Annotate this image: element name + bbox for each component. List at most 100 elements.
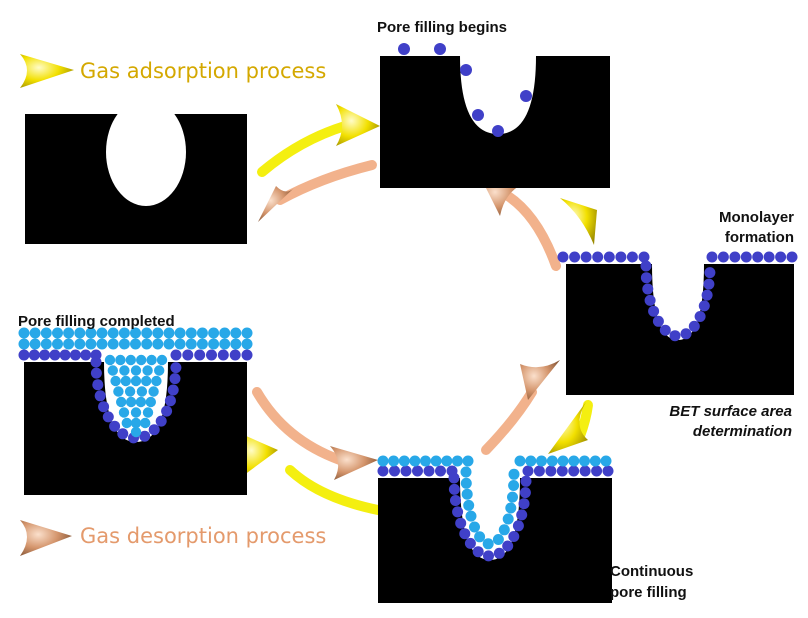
pore-fill-molecule xyxy=(146,354,157,366)
monolayer-molecule xyxy=(423,465,435,477)
monolayer-formation-label-line2: formation xyxy=(724,229,794,246)
multilayer-molecule xyxy=(441,455,453,467)
monolayer-molecule xyxy=(450,495,461,506)
monolayer-molecule xyxy=(139,430,151,442)
multilayer-molecule xyxy=(152,338,164,350)
monolayer-molecule xyxy=(545,465,557,477)
pore-fill-molecule xyxy=(121,417,132,429)
desorption-legend-arrow-icon xyxy=(20,520,72,556)
pore-fill-molecule xyxy=(141,375,152,387)
multilayer-molecule xyxy=(85,338,97,350)
monolayer-molecule xyxy=(206,349,217,361)
pore-fill-molecule xyxy=(120,375,131,387)
monolayer-molecule xyxy=(659,324,671,336)
monolayer-molecule xyxy=(164,395,176,407)
multilayer-molecule xyxy=(230,327,242,339)
multilayer-molecule xyxy=(63,327,75,339)
pore-fill-molecule xyxy=(140,417,151,429)
monolayer-molecule xyxy=(775,251,787,263)
monolayer-molecule xyxy=(638,251,650,263)
monolayer-molecule xyxy=(763,251,775,263)
multilayer-molecule xyxy=(469,521,480,533)
monolayer-molecule xyxy=(459,528,471,540)
multilayer-molecule xyxy=(514,455,526,467)
monolayer-molecule xyxy=(556,465,568,477)
bet-label-line2: determination xyxy=(692,423,792,440)
multilayer-molecule xyxy=(208,338,220,350)
multilayer-molecule xyxy=(18,327,30,339)
monolayer-molecule xyxy=(94,390,106,402)
multilayer-molecule xyxy=(52,327,63,339)
pore-fill-molecule xyxy=(119,365,130,376)
monolayer-molecule xyxy=(483,550,494,562)
pore-filling-begins-label: Pore filling begins xyxy=(377,19,508,36)
multilayer-molecule xyxy=(525,455,537,467)
monolayer-molecule xyxy=(669,330,681,342)
monolayer-molecule xyxy=(102,411,114,423)
pore-fill-molecule xyxy=(130,407,142,418)
pore-fill-molecule xyxy=(115,354,126,366)
multilayer-molecule xyxy=(230,338,242,350)
monolayer-molecule xyxy=(520,475,532,487)
monolayer-molecule xyxy=(644,294,656,306)
monolayer-molecule xyxy=(377,465,389,477)
continuous-pore-filling-label-line2: pore filling xyxy=(610,584,687,601)
multilayer-molecule xyxy=(600,455,612,467)
monolayer-molecule xyxy=(680,328,692,340)
pore-fill-molecule xyxy=(130,365,142,376)
monolayer-molecule xyxy=(640,260,652,272)
multilayer-molecule xyxy=(196,327,208,339)
multilayer-molecule xyxy=(546,455,558,467)
multilayer-molecule xyxy=(118,327,130,339)
adsorption-legend-label: Gas adsorption process xyxy=(80,59,327,83)
pore-fill-molecule xyxy=(148,386,159,397)
monolayer-molecule xyxy=(580,251,592,263)
pore-filling-completed-block xyxy=(18,327,253,495)
monolayer-molecule xyxy=(740,251,752,263)
monolayer-molecule xyxy=(493,547,505,559)
monolayer-molecule xyxy=(508,531,520,542)
pore-fill-molecule xyxy=(135,396,147,408)
monolayer-formation-label-line1: Monolayer xyxy=(718,209,794,226)
monolayer-molecule xyxy=(694,311,706,322)
monolayer-molecule xyxy=(533,465,545,477)
adsorption-arrow-head-1 xyxy=(336,104,380,146)
multilayer-molecule xyxy=(492,534,504,545)
monolayer-molecule xyxy=(170,349,182,361)
pore-fill-molecule xyxy=(104,354,116,366)
monolayer-molecule xyxy=(389,465,400,477)
monolayer-molecule xyxy=(703,278,715,290)
multilayer-molecule xyxy=(18,338,30,350)
multilayer-molecule xyxy=(377,455,389,467)
multilayer-molecule xyxy=(40,338,52,350)
multilayer-molecule xyxy=(579,455,590,467)
monolayer-molecule xyxy=(786,251,798,263)
monolayer-molecule xyxy=(519,487,531,499)
pore-fill-molecule xyxy=(130,417,142,429)
pore-fill-molecule xyxy=(151,375,162,387)
monolayer-molecule xyxy=(557,251,569,263)
multilayer-molecule xyxy=(219,338,231,350)
monolayer-molecule xyxy=(182,349,194,361)
multilayer-molecule xyxy=(460,466,472,478)
multilayer-molecule xyxy=(74,338,86,350)
monolayer-molecule xyxy=(90,356,102,368)
multilayer-molecule xyxy=(482,538,494,550)
monolayer-molecule xyxy=(717,251,729,263)
multilayer-molecule xyxy=(29,338,41,350)
monolayer-molecule xyxy=(592,251,604,263)
monolayer-molecule xyxy=(412,465,423,477)
monolayer-molecule xyxy=(701,289,713,301)
monolayer-molecule xyxy=(90,367,102,379)
monolayer-molecule xyxy=(400,465,412,477)
multilayer-molecule xyxy=(465,510,477,522)
monolayer-molecule xyxy=(455,517,467,529)
multilayer-molecule xyxy=(462,455,474,467)
multilayer-molecule xyxy=(152,327,164,339)
desorption-arrow-path-2 xyxy=(503,191,561,271)
monolayer-molecule xyxy=(170,362,182,374)
pore-fill-molecule xyxy=(116,396,127,408)
pore-filling-completed-label: Pore filling completed xyxy=(18,313,175,330)
pore-fill-molecule xyxy=(107,365,119,376)
monolayer-molecule xyxy=(522,465,534,477)
